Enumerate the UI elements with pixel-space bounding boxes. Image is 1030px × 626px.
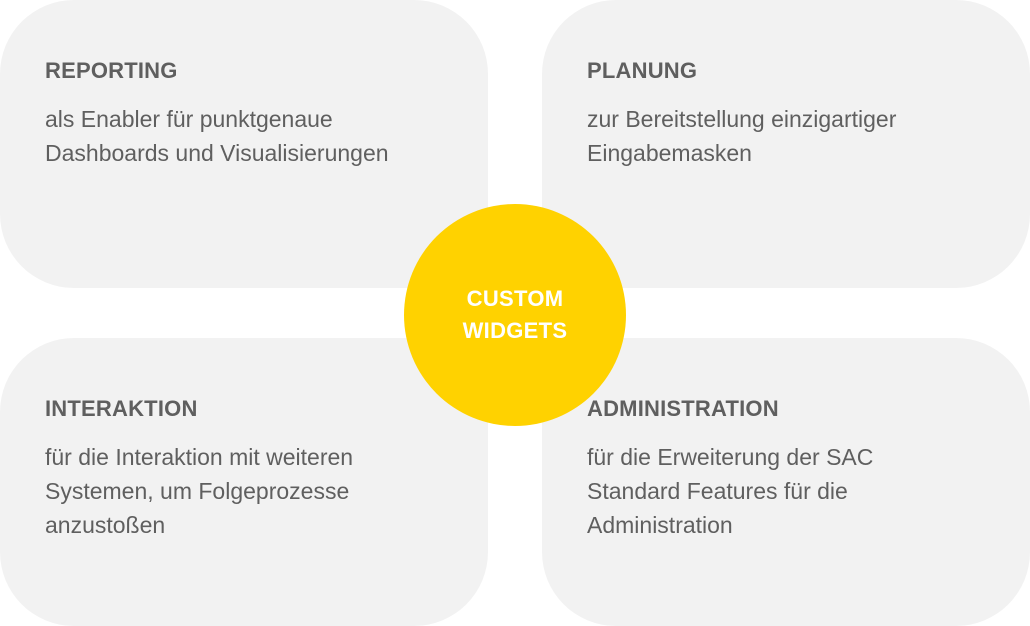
card-title-planung: PLANUNG xyxy=(587,58,698,83)
card-text-interaktion: für die Interaktion mit weiteren Systeme… xyxy=(45,444,354,538)
card-planung: PLANUNG zur Bereitstellung einzigartiger… xyxy=(542,0,1030,288)
card-text-administration: für die Erweiterung der SAC Standard Fea… xyxy=(587,444,874,538)
card-title-interaktion: INTERAKTION xyxy=(45,396,198,421)
card-administration: ADMINISTRATION für die Erweiterung der S… xyxy=(542,338,1030,626)
card-title-reporting: REPORTING xyxy=(45,58,178,83)
center-label-line1: CUSTOM xyxy=(466,286,564,311)
center-label-line2: WIDGETS xyxy=(462,318,568,343)
card-reporting: REPORTING als Enabler für punktgenaue Da… xyxy=(0,0,488,288)
card-text-reporting: als Enabler für punktgenaue Dashboards u… xyxy=(45,106,389,166)
card-interaktion: INTERAKTION für die Interaktion mit weit… xyxy=(0,338,488,626)
center-circle: CUSTOM WIDGETS xyxy=(404,204,626,426)
card-text-planung: zur Bereitstellung einzigartiger Eingabe… xyxy=(587,106,897,166)
card-title-administration: ADMINISTRATION xyxy=(587,396,779,421)
